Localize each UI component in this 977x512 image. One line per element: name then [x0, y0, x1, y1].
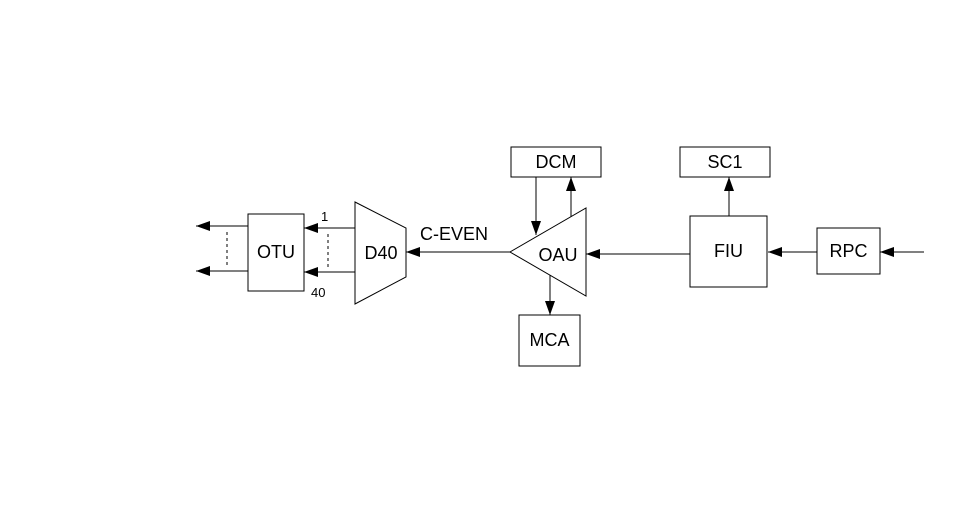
- port-last-label: 40: [311, 285, 325, 300]
- fiu-node[interactable]: FIU: [689, 215, 768, 288]
- port-first-label: 1: [321, 209, 328, 224]
- oau-label: OAU: [538, 245, 577, 265]
- rpc-label: RPC: [829, 241, 867, 261]
- sc1-node[interactable]: SC1: [679, 146, 771, 178]
- sc1-label: SC1: [707, 152, 742, 172]
- d40-label: D40: [364, 243, 397, 263]
- dcm-node[interactable]: DCM: [510, 146, 602, 178]
- otu-node[interactable]: OTU: [247, 213, 305, 292]
- otu-label: OTU: [257, 242, 295, 262]
- mca-label: MCA: [530, 330, 570, 350]
- mca-node[interactable]: MCA: [518, 314, 581, 367]
- oau-node[interactable]: OAU: [509, 207, 587, 297]
- dcm-label: DCM: [536, 152, 577, 172]
- c-even-label: C-EVEN: [420, 224, 488, 244]
- rpc-node[interactable]: RPC: [816, 227, 881, 275]
- d40-node[interactable]: D40: [354, 201, 407, 305]
- connections: [196, 177, 924, 315]
- fiu-label: FIU: [714, 241, 743, 261]
